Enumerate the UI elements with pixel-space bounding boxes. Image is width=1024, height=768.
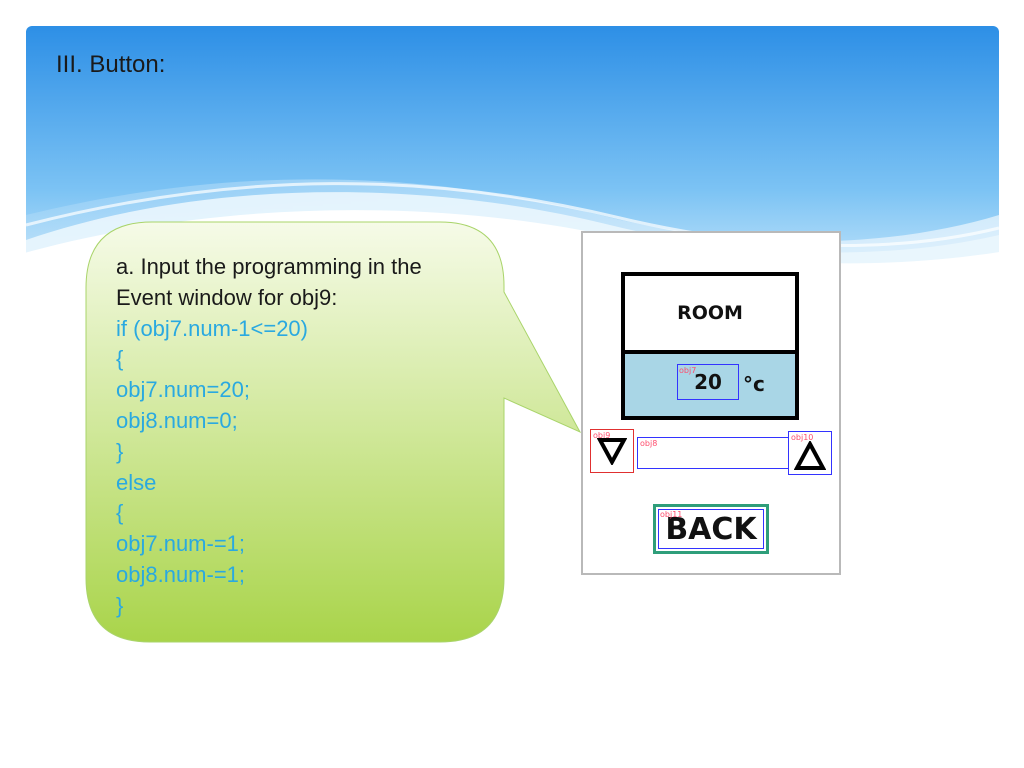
obj11-tag: obj11 [660, 510, 683, 519]
decrease-button[interactable]: obj9 [590, 429, 634, 473]
back-button[interactable]: BACK obj11 [653, 504, 769, 554]
code-line: if (obj7.num-1<=20) [116, 315, 308, 341]
code-line: obj7.num=20; [116, 377, 250, 403]
temperature-value: 20 [677, 364, 739, 400]
slide-title: III. Button: [56, 51, 166, 78]
code-line: { [116, 346, 124, 372]
instruction-line-2: Event window for obj9: [116, 284, 338, 310]
code-line: obj8.num-=1; [116, 561, 246, 587]
obj8-tag: obj8 [640, 439, 658, 448]
triangle-down-icon [597, 438, 627, 465]
code-line: obj8.num=0; [116, 407, 238, 433]
bubble-text: a. Input the programming in the Event wi… [116, 252, 496, 622]
room-display: ROOM obj7 20 °c [621, 272, 799, 420]
device-screen-mockup: ROOM obj7 20 °c obj9 obj8 obj10 BACK obj… [581, 231, 841, 575]
triangle-up-icon [794, 441, 826, 470]
back-button-label: BACK [658, 509, 764, 549]
obj10-tag: obj10 [791, 433, 814, 442]
room-label: ROOM [625, 276, 795, 354]
obj8-field: obj8 [637, 437, 789, 469]
obj7-tag: obj7 [679, 366, 697, 375]
code-line: { [116, 500, 124, 526]
code-line: } [116, 592, 124, 618]
code-line: obj7.num-=1; [116, 531, 246, 557]
temperature-panel: obj7 20 °c [625, 354, 795, 416]
code-line: } [116, 438, 124, 464]
instruction-line-1: a. Input the programming in the [116, 254, 422, 279]
increase-button[interactable]: obj10 [788, 431, 832, 475]
code-line: else [116, 469, 157, 495]
temperature-unit: °c [743, 372, 765, 396]
obj9-tag: obj9 [593, 431, 611, 440]
